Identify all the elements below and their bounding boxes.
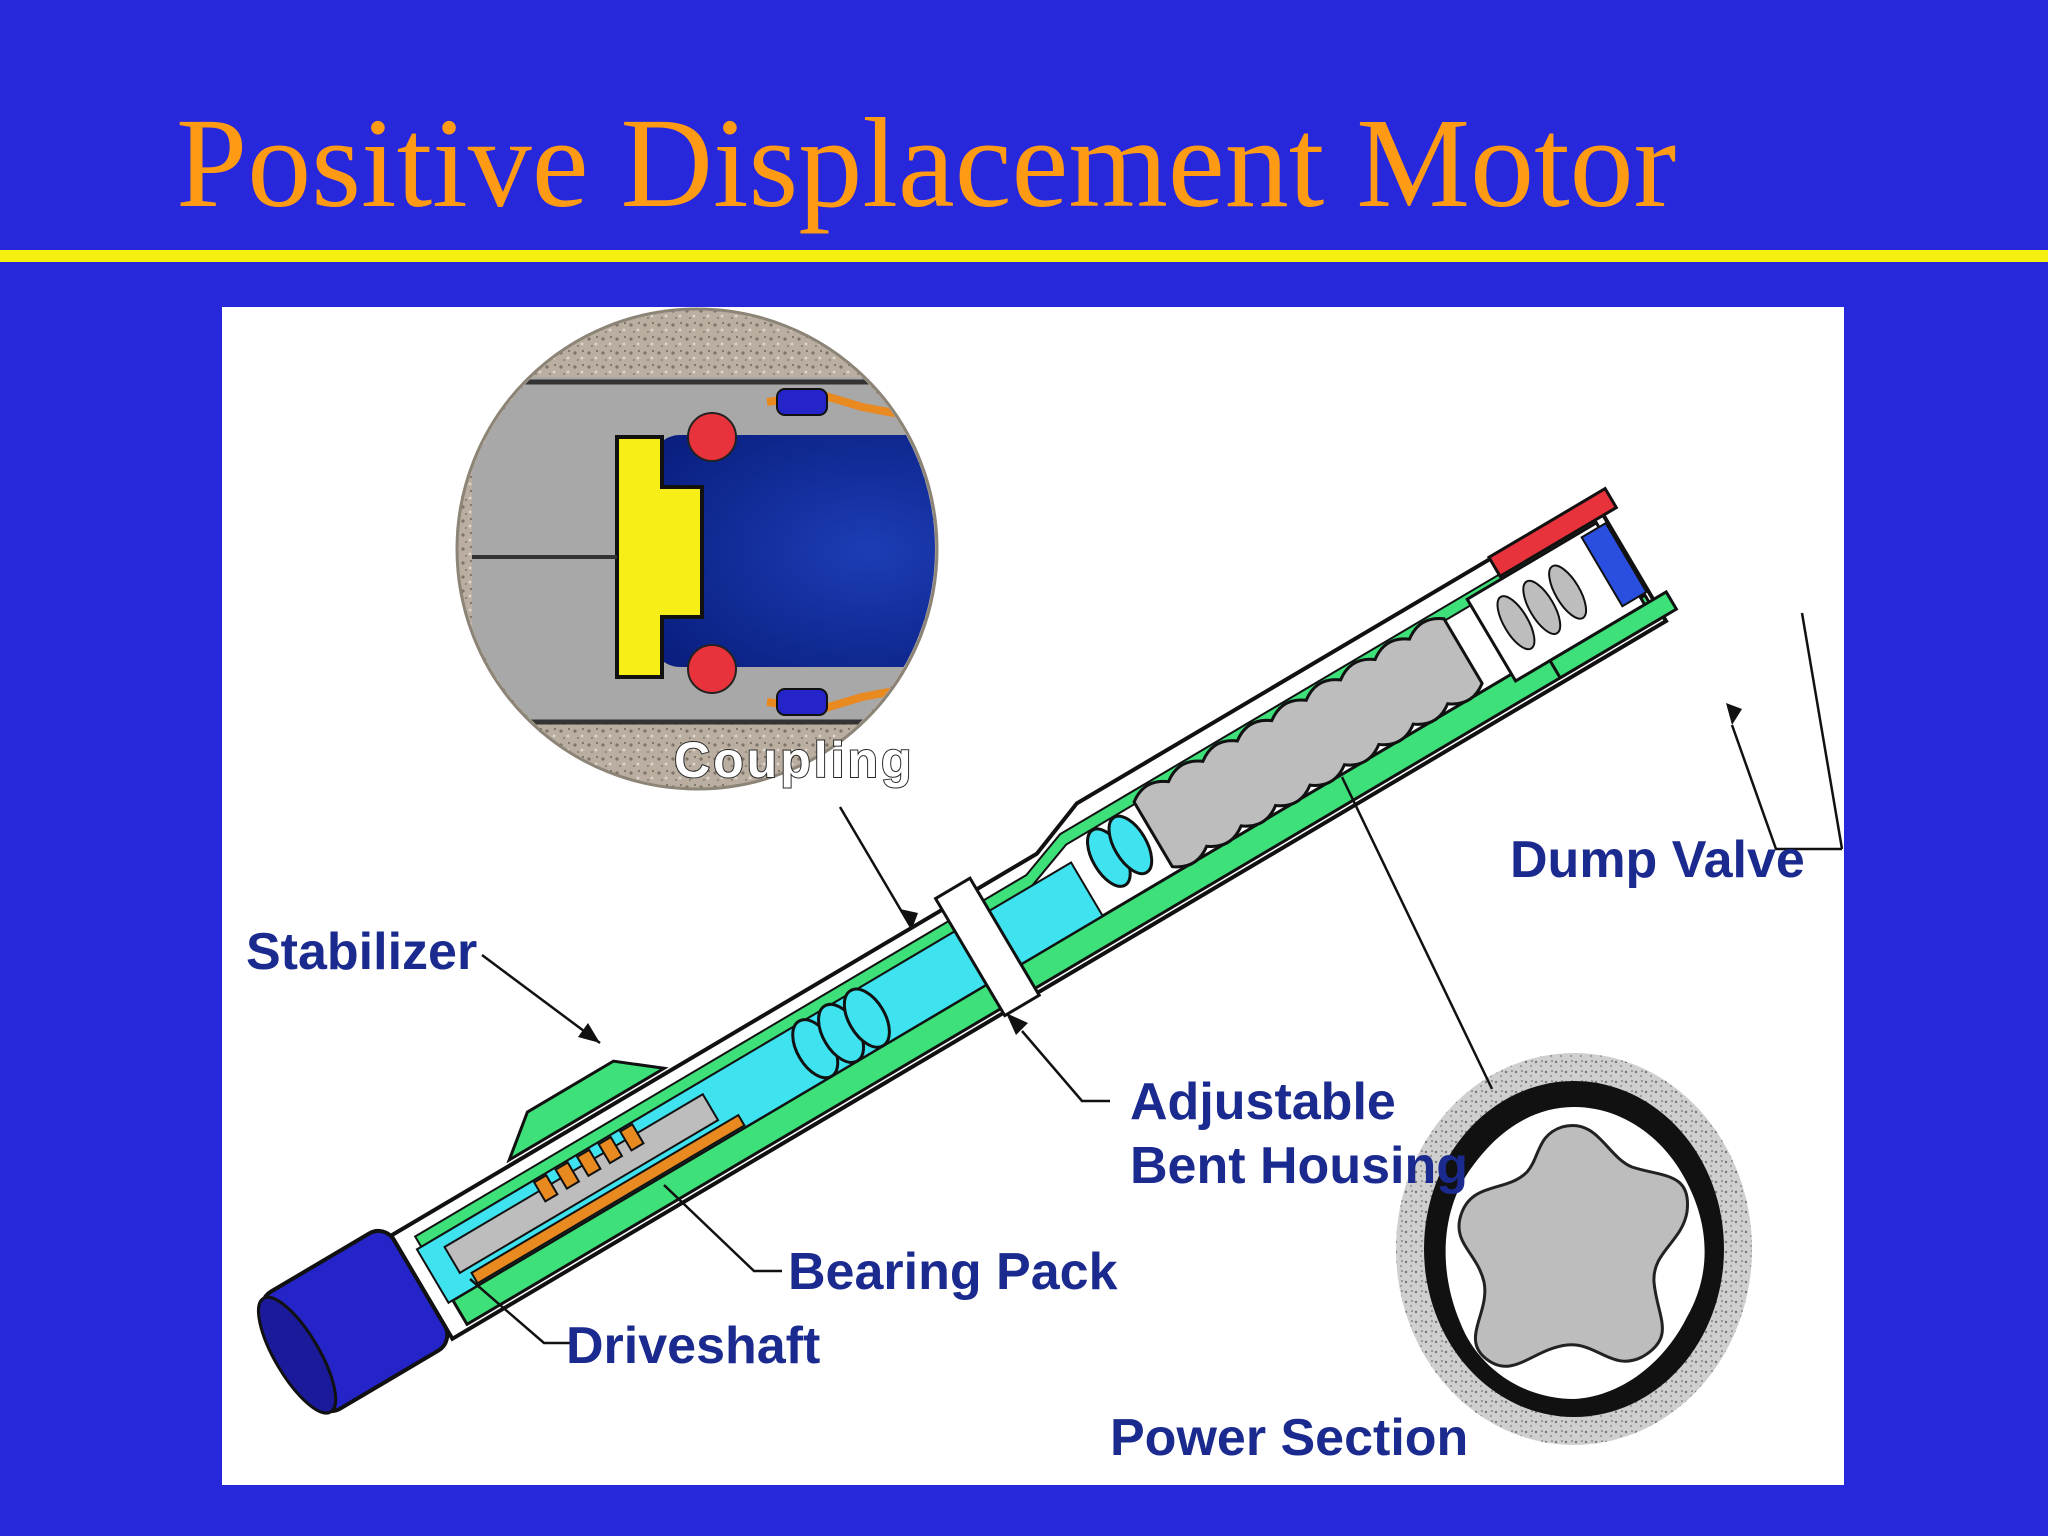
coupling-bore [652,435,935,667]
leader-coupling [838,806,914,930]
rotor-lobes [1457,1123,1690,1368]
arrow-stabilizer [578,1023,600,1043]
coupling-inset [455,307,939,791]
leader-dump-valve-a [1730,724,1842,851]
bent-housing-collar [933,876,1042,1018]
label-bent-housing: Bent Housing [1130,1137,1468,1195]
label-adjustable: Adjustable [1130,1073,1396,1131]
diagram-panel: Coupling Dump Valve Stabilizer Adjustabl… [222,307,1844,1485]
label-stabilizer: Stabilizer [246,923,477,981]
label-coupling: Coupling [674,732,915,788]
dump-valve-seat [1547,589,1679,680]
leader-lines [469,612,1844,1345]
rotor-coupling [1086,814,1154,888]
label-dump-valve: Dump Valve [1510,831,1805,889]
leader-driveshaft [469,1278,572,1345]
coupling-cross [615,435,704,679]
power-section-rotor [1132,617,1484,869]
leader-adjustable [1021,1030,1110,1103]
arrow-dump-valve [1726,703,1742,725]
label-bearing-pack: Bearing Pack [788,1243,1118,1301]
leader-dump-valve-b [1800,612,1844,850]
leader-stabilizer [481,953,601,1045]
coupling-ball-top [687,412,737,462]
leader-power-section [1340,776,1494,1090]
motor-assembly [257,486,1679,1415]
stabilizer-blade [506,1059,669,1164]
coupling-ball-bottom [687,644,737,694]
dump-valve-ports [1496,564,1588,651]
slide-title: Positive Displacement Motor [176,92,1677,234]
dump-valve-cap [1486,486,1619,579]
pdm-diagram: Coupling Dump Valve Stabilizer Adjustabl… [246,307,1844,1467]
label-power-section: Power Section [1110,1409,1468,1467]
dump-valve-spring [1580,521,1648,608]
title-divider [0,250,2048,262]
coupling-joint [791,987,891,1080]
arrow-adjustable [1006,1013,1028,1035]
power-section-cross-section [1396,1053,1752,1445]
bearing-rollers [532,1123,645,1203]
bearing-pack-body [470,1113,746,1285]
bit-face [257,1295,338,1415]
arrow-coupling [900,909,918,929]
label-driveshaft: Driveshaft [566,1317,820,1375]
leader-bearing [663,1184,782,1273]
